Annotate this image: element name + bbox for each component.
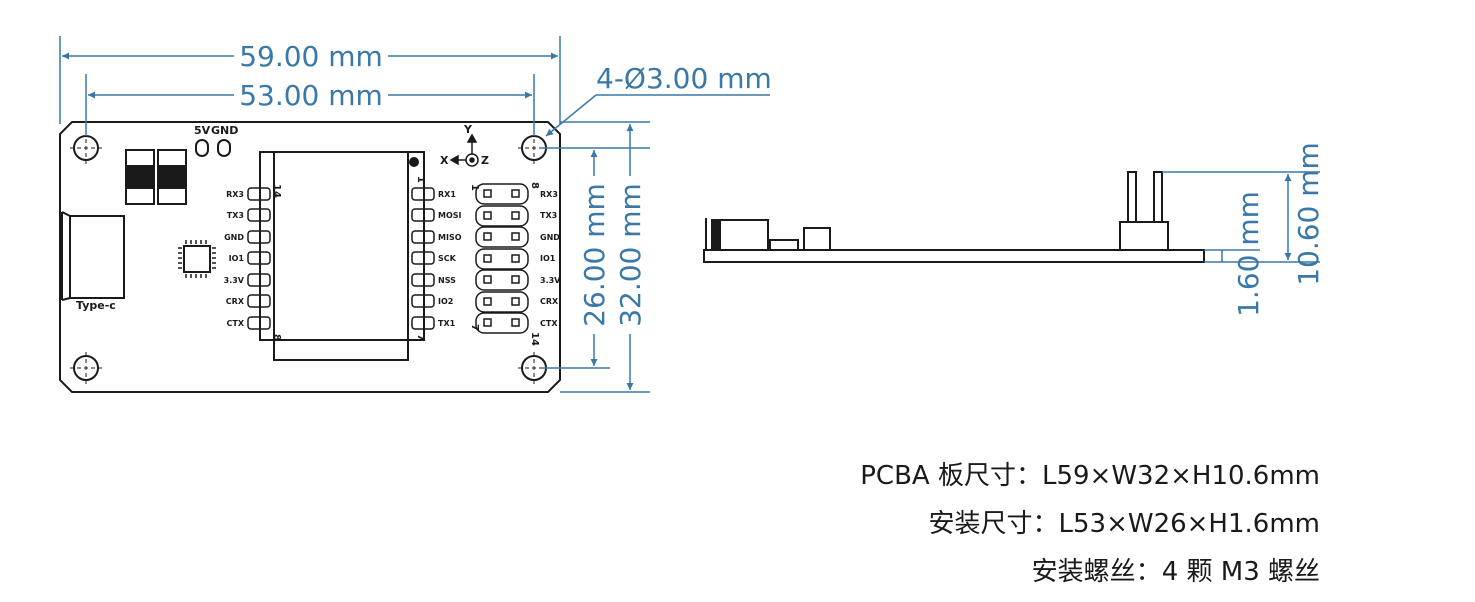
svg-text:CTX: CTX [227, 319, 245, 328]
board-outline [59, 121, 561, 393]
svg-text:8: 8 [271, 334, 282, 341]
svg-text:TX3: TX3 [227, 211, 244, 220]
dim-mount-length: 53.00 mm [239, 79, 383, 112]
svg-text:RX3: RX3 [540, 190, 558, 199]
spec-line-screws: 安装螺丝：4 颗 M3 螺丝 [1031, 557, 1320, 587]
side-pin-header [1119, 171, 1169, 251]
svg-text:IO2: IO2 [438, 297, 453, 306]
power-label-5v: 5V [194, 124, 211, 137]
top-view [59, 121, 561, 393]
pin-header [475, 183, 529, 334]
svg-text:GND: GND [540, 233, 560, 242]
svg-text:3.3V: 3.3V [540, 276, 561, 285]
side-component [803, 227, 831, 251]
svg-text:14: 14 [529, 332, 540, 346]
pin-number-labels: 14 8 1 7 8 14 1 7 [271, 176, 540, 346]
right-pin-labels: RX3 TX3 GND IO1 3.3V CRX CTX [540, 190, 561, 328]
side-small-component [769, 239, 799, 251]
svg-text:MISO: MISO [438, 233, 462, 242]
svg-text:TX1: TX1 [438, 319, 456, 328]
rf-module [247, 151, 435, 361]
svg-text:1: 1 [415, 176, 426, 183]
svg-text:MOSI: MOSI [438, 211, 462, 220]
svg-text:CTX: CTX [540, 319, 558, 328]
side-dimensions [1162, 171, 1320, 263]
spec-line-pcba: PCBA 板尺寸：L59×W32×H10.6mm [860, 461, 1320, 491]
axis-symbol [449, 133, 479, 167]
svg-text:3.3V: 3.3V [224, 276, 245, 285]
axis-label-z: Z [481, 154, 489, 167]
spec-notes: PCBA 板尺寸：L59×W32×H10.6mm 安装尺寸：L53×W26×H1… [860, 452, 1320, 596]
side-type-c [705, 218, 769, 251]
dim-mount-width: 26.00 mm [578, 183, 611, 327]
svg-text:CRX: CRX [540, 297, 559, 306]
svg-text:7: 7 [415, 334, 426, 341]
type-c-connector [61, 211, 125, 301]
module-left-pads [247, 187, 271, 330]
svg-text:8: 8 [529, 182, 540, 189]
mid-pin-labels: RX1 MOSI MISO SCK NSS IO2 TX1 [438, 190, 462, 328]
svg-text:1: 1 [469, 184, 480, 191]
svg-text:SCK: SCK [438, 254, 457, 263]
mounting-hole-bl [70, 352, 102, 384]
power-pads [195, 139, 231, 157]
dim-total-height: 10.60 mm [1292, 142, 1325, 286]
ic-chip [178, 240, 216, 278]
axis-label-y: Y [463, 123, 473, 136]
svg-text:TX3: TX3 [540, 211, 557, 220]
top-dimensions [59, 36, 770, 393]
svg-text:14: 14 [271, 184, 282, 198]
module-right-pads [411, 187, 435, 330]
left-pin-labels: RX3 TX3 GND IO1 3.3V CRX CTX [224, 190, 245, 328]
svg-text:CRX: CRX [226, 297, 245, 306]
svg-text:GND: GND [224, 233, 244, 242]
dim-overall-length: 59.00 mm [239, 40, 383, 73]
type-c-label: Type-c [76, 299, 116, 312]
svg-text:7: 7 [469, 324, 480, 331]
dim-hole-spec: 4-Ø3.00 mm [596, 62, 772, 95]
power-label-gnd: GND [211, 124, 238, 137]
svg-text:NSS: NSS [438, 276, 456, 285]
smd-components [125, 149, 187, 205]
side-board [703, 249, 1205, 263]
dim-board-thickness: 1.60 mm [1232, 191, 1265, 317]
svg-text:RX3: RX3 [226, 190, 244, 199]
svg-text:IO1: IO1 [540, 254, 556, 263]
spec-line-mount: 安装尺寸：L53×W26×H1.6mm [928, 509, 1320, 539]
side-view [703, 171, 1205, 263]
board-labels: Type-c 5V GND Y X Z RX3 TX3 GND IO1 3.3V… [76, 123, 561, 346]
svg-text:IO1: IO1 [229, 254, 245, 263]
svg-text:RX1: RX1 [438, 190, 456, 199]
dim-overall-width: 32.00 mm [614, 183, 647, 327]
mounting-hole-tl [70, 132, 102, 164]
axis-label-x: X [440, 154, 449, 167]
